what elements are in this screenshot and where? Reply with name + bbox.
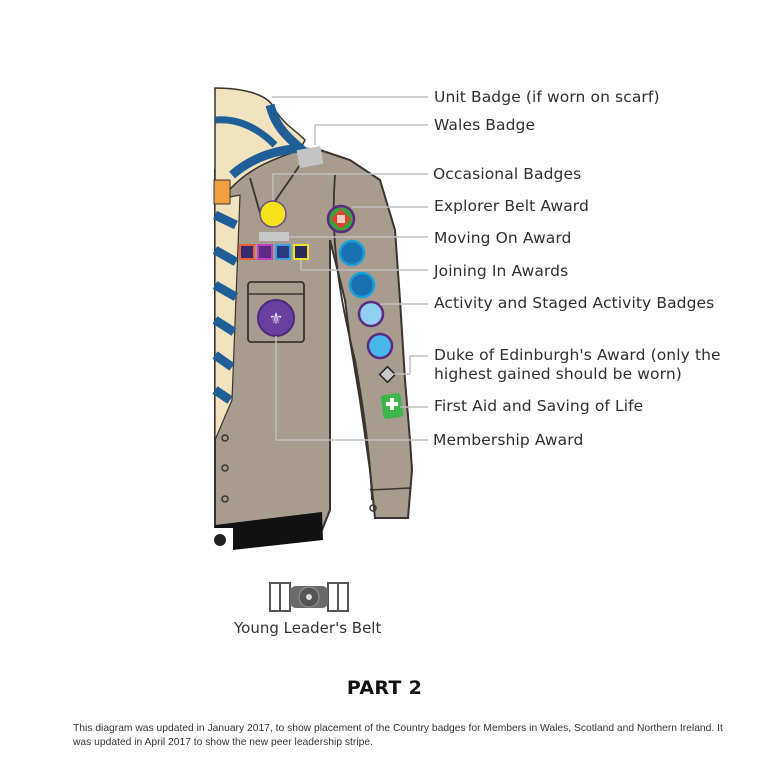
scarf: [212, 87, 311, 441]
activity-badge-1: [357, 300, 385, 328]
moving-on-stripe: [259, 232, 289, 241]
belt-buckle-icon: [269, 582, 349, 612]
activity-badge-2: [366, 332, 394, 360]
label-explorer-belt-award: Explorer Belt Award: [434, 197, 589, 215]
moving-on-badge: [338, 239, 366, 267]
label-first-aid: First Aid and Saving of Life: [434, 397, 644, 415]
label-wales-badge: Wales Badge: [434, 116, 536, 134]
leader-lines: [272, 96, 428, 441]
label-membership-award: Membership Award: [433, 431, 584, 449]
label-occasional-badges: Occasional Badges: [433, 165, 582, 183]
label-activity-badges: Activity and Staged Activity Badges: [434, 294, 715, 312]
label-unit-badge: Unit Badge (if worn on scarf): [434, 88, 660, 106]
svg-text:⚜: ⚜: [269, 309, 283, 328]
part-title: PART 2: [346, 677, 423, 699]
label-moving-on-award: Moving On Award: [434, 229, 572, 247]
belt-caption: Young Leader's Belt: [234, 619, 382, 637]
badges: ⚜: [239, 146, 404, 419]
explorer-belt-badge: [326, 204, 356, 234]
membership-badge: ⚜: [257, 299, 295, 337]
footnote: This diagram was updated in January 2017…: [73, 723, 723, 748]
label-duke-of-edinburgh: Duke of Edinburgh's Award (only the high…: [434, 346, 721, 383]
first-aid-badge: [380, 393, 404, 419]
joining-in-badge: [348, 271, 376, 299]
occasional-badge: [259, 200, 287, 228]
label-joining-in-awards: Joining In Awards: [434, 262, 569, 280]
joining-in-badges: [239, 244, 309, 260]
wales-badge-patch: [296, 146, 324, 168]
dofe-badge: [378, 365, 397, 384]
